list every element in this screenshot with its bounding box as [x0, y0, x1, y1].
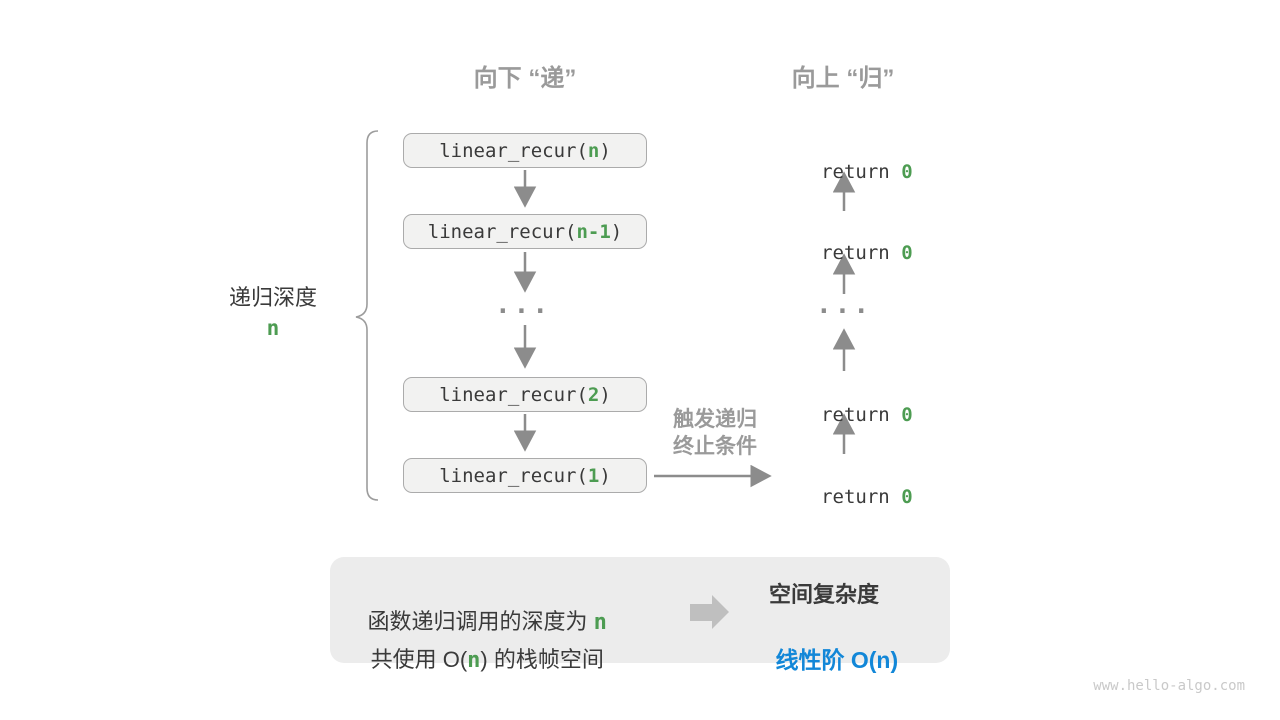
summary-space-line: 共使用 O(n) 的栈帧空间: [340, 616, 610, 700]
summary-space-value: n: [467, 648, 481, 673]
summary-space-post: ) 的栈帧空间: [480, 647, 604, 672]
summary-depth-value: n: [593, 610, 607, 635]
return-ellipsis: ...: [816, 290, 872, 320]
return-statement: return 0: [719, 382, 969, 448]
base-case-label: 触发递归 终止条件: [650, 406, 780, 460]
implies-arrow-shaft: [690, 604, 713, 621]
return-statement: return 0: [719, 139, 969, 205]
return-statement: return 0: [719, 220, 969, 286]
call-text: linear_recur(: [439, 383, 588, 406]
call-arg: n: [587, 139, 600, 162]
call-box-2: linear_recur(2): [403, 377, 647, 412]
watermark: www.hello-algo.com: [1093, 678, 1245, 694]
return-value: 0: [901, 404, 913, 426]
call-text-close: ): [599, 383, 611, 406]
recursion-depth-value: n: [266, 316, 280, 340]
implies-arrow-head: [712, 595, 729, 629]
call-arg: n-1: [576, 220, 611, 243]
call-text: linear_recur(: [439, 139, 588, 162]
return-value: 0: [901, 486, 913, 508]
column-header-descend: 向下 “递”: [473, 65, 577, 92]
call-text: linear_recur(: [439, 464, 588, 487]
return-value: 0: [901, 161, 913, 183]
depth-brace: [355, 130, 379, 501]
summary-depth-line: 函数递归调用的深度为 n: [340, 578, 610, 662]
call-text-close: ): [599, 139, 611, 162]
call-arg: 1: [587, 464, 600, 487]
complexity-order-label: 线性阶: [775, 647, 851, 673]
summary-depth-text: 函数递归调用的深度为: [367, 609, 594, 634]
base-case-label-line2: 终止条件: [673, 435, 757, 458]
return-keyword: return: [821, 404, 902, 426]
call-box-n-1: linear_recur(n-1): [403, 214, 647, 249]
base-case-label-line1: 触发递归: [673, 408, 757, 431]
space-complexity-result: 线性阶 O(n): [734, 614, 914, 702]
space-complexity-title: 空间复杂度: [768, 582, 879, 607]
call-text-close: ): [610, 220, 623, 243]
return-statement: return 0: [719, 464, 969, 530]
return-keyword: return: [821, 161, 902, 183]
call-stack-ellipsis: ...: [495, 290, 551, 320]
return-keyword: return: [821, 486, 902, 508]
call-box-n: linear_recur(n): [403, 133, 647, 168]
complexity-big-o: O(n): [850, 647, 899, 673]
call-text: linear_recur(: [427, 220, 577, 243]
recursion-depth-label: 递归深度: [228, 285, 317, 310]
return-value: 0: [901, 242, 913, 264]
column-header-ascend: 向上 “归”: [791, 65, 895, 92]
call-arg: 2: [587, 383, 600, 406]
call-text-close: ): [599, 464, 611, 487]
summary-panel: [330, 557, 950, 663]
call-box-1: linear_recur(1): [403, 458, 647, 493]
summary-space-pre: 共使用 O(: [370, 647, 468, 672]
return-keyword: return: [821, 242, 902, 264]
